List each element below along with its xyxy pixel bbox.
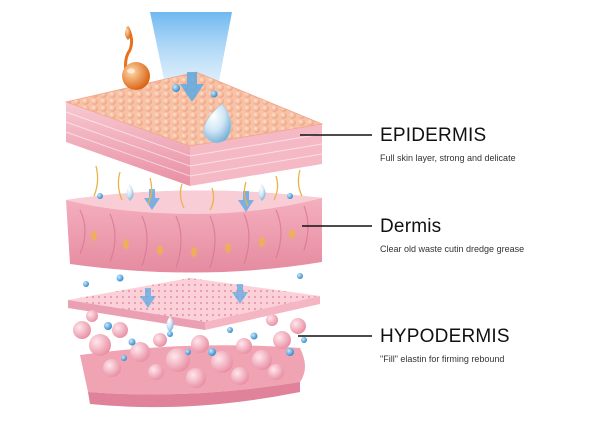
hypodermis-layer — [68, 278, 320, 408]
layer-name: EPIDERMIS — [380, 125, 487, 146]
absorption-arrow-icon — [144, 189, 160, 210]
epidermis-layer — [64, 71, 324, 186]
hydration-beads — [104, 322, 307, 361]
dermis-label: Dermis Clear old waste cutin dredge grea… — [380, 217, 524, 254]
water-droplet-icon — [258, 184, 266, 201]
fat-cell-clusters — [73, 310, 306, 388]
absorption-arrow-icon — [232, 284, 248, 304]
water-droplet-icon — [203, 103, 232, 144]
layer-name: HYPODERMIS — [380, 326, 510, 347]
water-droplet-icon — [126, 184, 134, 201]
layer-name: Dermis — [380, 216, 442, 237]
water-droplet-icon — [166, 316, 174, 332]
serum-drop-icon — [122, 26, 150, 90]
absorption-arrow-icon — [180, 72, 204, 102]
layer-description: "Fill" elastin for firming rebound — [380, 354, 505, 364]
dermis-layer — [66, 184, 322, 287]
layer-description: Clear old waste cutin dredge grease — [380, 244, 525, 254]
fiber-strands — [93, 165, 303, 211]
epidermis-label: EPIDERMIS Full skin layer, strong and de… — [380, 126, 516, 163]
layer-description: Full skin layer, strong and delicate — [380, 153, 516, 163]
hypodermis-label: HYPODERMIS "Fill" elastin for firming re… — [380, 327, 510, 364]
absorption-arrow-icon — [140, 288, 156, 308]
